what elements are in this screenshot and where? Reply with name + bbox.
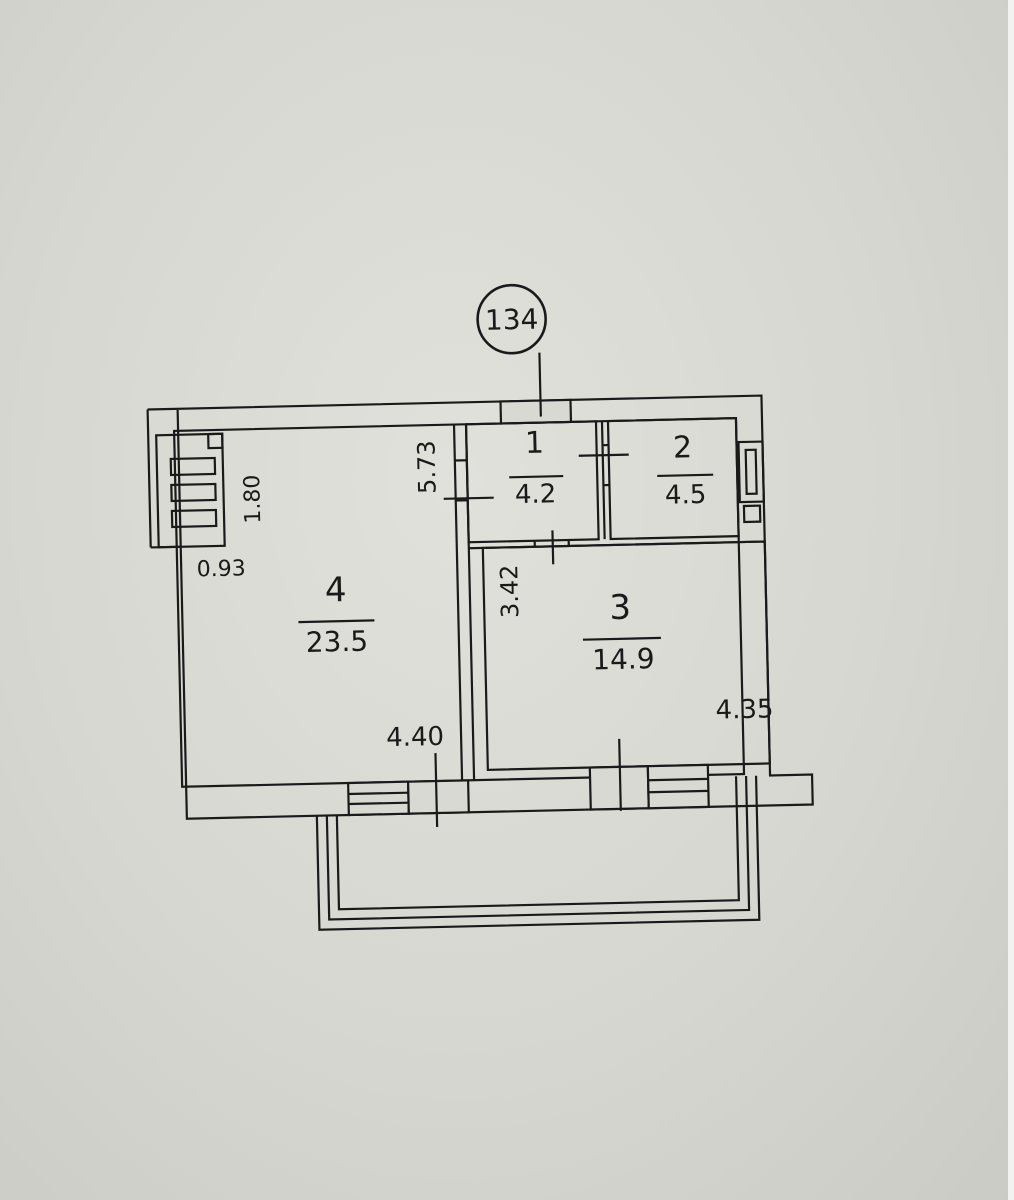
sink-fixture	[737, 440, 765, 504]
dim-line-4-40	[434, 753, 439, 828]
dimension-0-93: 0.93	[196, 556, 246, 582]
room-3-area: 14.9	[592, 642, 655, 676]
bottom-window-right-l1	[648, 777, 709, 782]
page-edge	[1008, 0, 1014, 1200]
partition-4-left	[452, 424, 464, 781]
balcony-inner	[335, 776, 741, 911]
room-2-bar	[657, 473, 714, 478]
bottom-door-left	[406, 779, 470, 815]
sink-basin	[744, 448, 758, 496]
apartment-marker-circle	[476, 283, 547, 355]
room-1-area: 4.2	[515, 479, 557, 510]
bottom-window-left-l1	[348, 791, 409, 796]
room-3-number: 3	[609, 588, 632, 628]
dimension-3-42: 3.42	[495, 564, 524, 618]
dim-line-room1-2	[578, 453, 629, 457]
toilet-fixture	[742, 504, 762, 524]
top-window	[499, 398, 573, 425]
dimension-5-73: 5.73	[412, 440, 441, 494]
dim-line-4-35	[618, 738, 622, 811]
balcony-mid	[325, 775, 751, 921]
bottom-window-left	[346, 780, 410, 817]
stove-burner-1	[169, 456, 217, 477]
room-3-bar	[582, 636, 661, 641]
balcony-outer	[315, 775, 761, 931]
dim-line-room3-v	[551, 530, 555, 565]
stove-burner-3	[170, 508, 218, 529]
dimension-4-40: 4.40	[386, 722, 445, 753]
room-1-bar	[509, 474, 564, 479]
room-4-area: 23.5	[305, 625, 368, 659]
room-2-number: 2	[673, 430, 693, 465]
bottom-window-left-l2	[348, 801, 409, 806]
room-2-area: 4.5	[665, 480, 707, 511]
room-1-number: 1	[525, 426, 545, 461]
dim-line-5-73	[443, 496, 494, 500]
bottom-window-right-l2	[648, 789, 709, 794]
room-4-bar	[298, 619, 375, 624]
stove-burner-2	[170, 482, 217, 503]
partition-1-2	[600, 421, 606, 540]
outer-wall-outer	[147, 394, 814, 820]
dim-line-room1-v	[538, 352, 542, 417]
kitchen-counter	[155, 432, 226, 549]
room-2-walls	[606, 417, 740, 541]
bottom-window-right	[646, 763, 710, 810]
left-wall-outer	[146, 409, 152, 548]
apartment-number: 134	[485, 303, 539, 337]
room-4-number: 4	[324, 570, 347, 610]
dimension-4-35: 4.35	[715, 694, 774, 725]
dimension-1-80: 1.80	[240, 474, 266, 524]
kitchen-panel	[207, 432, 224, 450]
